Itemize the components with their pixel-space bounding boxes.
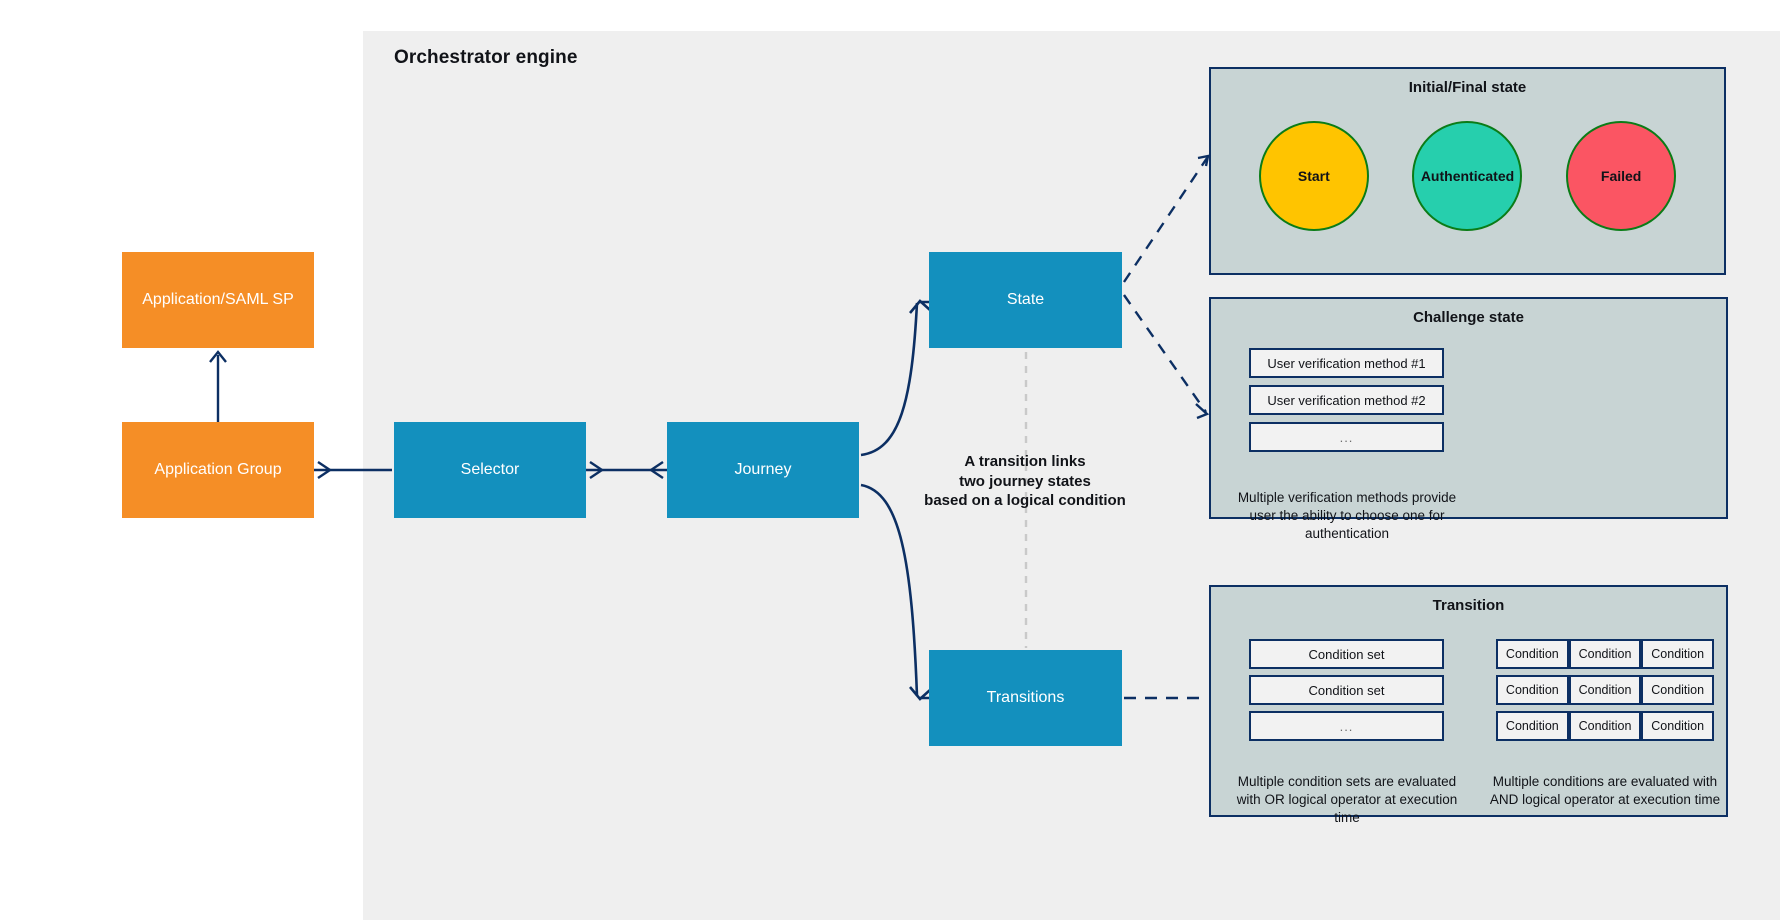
orchestrator-engine-title: Orchestrator engine — [394, 47, 578, 68]
condition-set-2[interactable]: Condition set — [1249, 675, 1444, 705]
panel-title: Transition — [1432, 597, 1505, 614]
condition-set-3[interactable]: ... — [1249, 711, 1444, 741]
node-label: Transitions — [986, 689, 1065, 706]
condition-cell-2-1[interactable]: Condition — [1496, 675, 1569, 705]
condition-cell-1-2[interactable]: Condition — [1568, 639, 1642, 669]
condition-sets-note: Multiple condition sets are evaluated wi… — [1236, 774, 1458, 826]
condition-cell-2-3[interactable]: Condition — [1641, 675, 1715, 705]
node-selector[interactable]: Selector — [394, 422, 586, 518]
verification-method-list: User verification method #1 User verifica… — [1249, 348, 1444, 459]
panel-challenge-state: Challenge state User verification method… — [1209, 297, 1728, 541]
condition-cell-2-2[interactable]: Condition — [1568, 675, 1642, 705]
transition-annotation: A transition links two journey states ba… — [900, 452, 1150, 511]
state-circle-label: Start — [1297, 168, 1330, 184]
node-application-saml-sp[interactable]: Application/SAML SP — [122, 252, 314, 348]
panel-title: Initial/Final state — [1408, 79, 1527, 96]
node-label: Application/SAML SP — [142, 291, 294, 308]
node-application-group[interactable]: Application Group — [122, 422, 314, 518]
node-transitions[interactable]: Transitions — [929, 650, 1122, 746]
state-circle-label: Failed — [1600, 168, 1642, 184]
state-circle-authenticated[interactable]: Authenticated — [1412, 121, 1523, 231]
verification-method-3[interactable]: ... — [1249, 422, 1444, 452]
node-label: Selector — [460, 461, 520, 478]
panel-title: Challenge state — [1413, 309, 1524, 326]
verification-method-2[interactable]: User verification method #2 — [1249, 385, 1444, 415]
condition-cell-1-1[interactable]: Condition — [1496, 639, 1569, 669]
panel-initial-final-state: Initial/Final state Start Authenticated Fa… — [1209, 67, 1726, 275]
node-label: Application Group — [154, 461, 282, 478]
node-label: State — [1006, 291, 1045, 308]
challenge-note: Multiple verification methods provide us… — [1237, 490, 1457, 542]
connector-appgroup-to-samlsp — [209, 350, 227, 422]
condition-cell-3-3[interactable]: Condition — [1641, 711, 1715, 741]
condition-cell-3-2[interactable]: Condition — [1568, 711, 1642, 741]
state-circle-start[interactable]: Start — [1258, 121, 1369, 231]
annotation-line-1: A transition links — [964, 453, 1086, 470]
node-journey[interactable]: Journey — [667, 422, 859, 518]
condition-cell-3-1[interactable]: Condition — [1496, 711, 1569, 741]
annotation-line-2: two journey states — [959, 472, 1091, 490]
condition-cell-1-3[interactable]: Condition — [1641, 639, 1715, 669]
state-circle-row: Start Authenticated Failed — [1211, 121, 1724, 231]
annotation-line-3: based on a logical condition — [924, 492, 1126, 509]
state-circle-label: Authenticated — [1420, 168, 1515, 184]
node-state[interactable]: State — [929, 252, 1122, 348]
node-label: Journey — [734, 461, 792, 478]
conditions-note: Multiple conditions are evaluated with A… — [1489, 774, 1721, 808]
state-circle-failed[interactable]: Failed — [1566, 121, 1677, 231]
condition-set-1[interactable]: Condition set — [1249, 639, 1444, 669]
verification-method-1[interactable]: User verification method #1 — [1249, 348, 1444, 378]
